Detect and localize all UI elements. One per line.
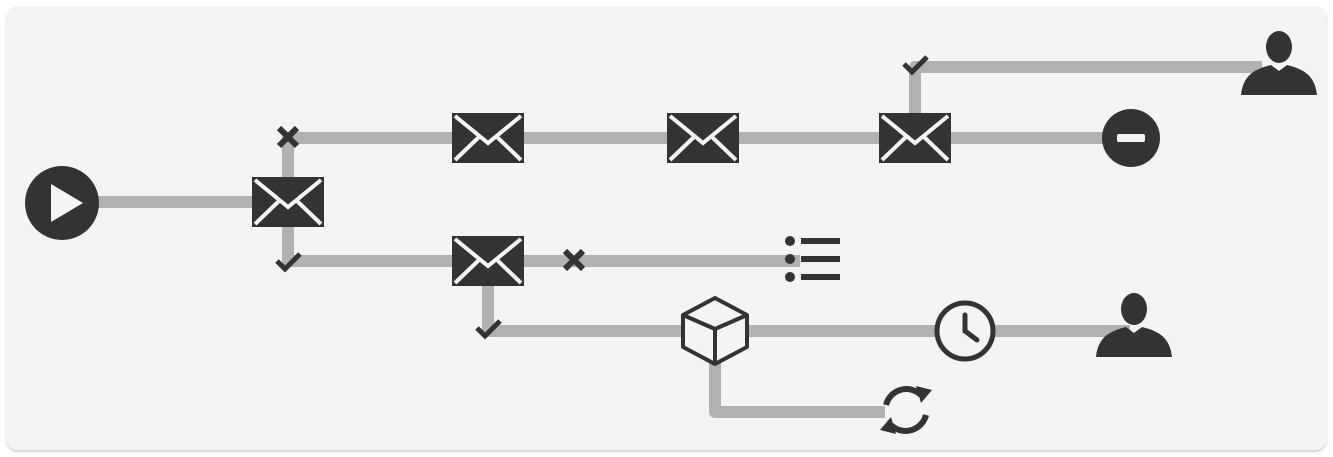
connector-email-5-yes-branch — [482, 286, 1130, 337]
wait-node[interactable] — [934, 300, 996, 362]
list-node[interactable] — [785, 236, 840, 282]
stop-node[interactable] — [1102, 109, 1160, 167]
envelope-icon — [450, 111, 526, 165]
email-node-4[interactable] — [877, 111, 953, 165]
email-node-3[interactable] — [665, 111, 741, 165]
workflow-diagram — [25, 31, 1317, 434]
envelope-icon — [250, 175, 326, 229]
envelope-icon — [877, 111, 953, 165]
refresh-icon — [880, 386, 932, 434]
email-node-1[interactable] — [250, 175, 326, 229]
list-icon — [785, 236, 840, 282]
cube-icon — [681, 296, 749, 366]
start-node[interactable] — [25, 166, 99, 240]
product-node[interactable] — [681, 296, 749, 366]
connector-email-4-yes-branch — [909, 61, 1262, 118]
email-node-5[interactable] — [450, 234, 526, 288]
email-node-2[interactable] — [450, 111, 526, 165]
envelope-icon — [450, 234, 526, 288]
connector-product-repeat — [709, 360, 885, 418]
workflow-canvas — [6, 6, 1327, 450]
envelope-icon — [665, 111, 741, 165]
play-icon — [51, 184, 83, 222]
repeat-node[interactable] — [880, 386, 932, 434]
clock-icon — [934, 300, 996, 362]
connector-email-1-yes-branch — [282, 226, 488, 267]
